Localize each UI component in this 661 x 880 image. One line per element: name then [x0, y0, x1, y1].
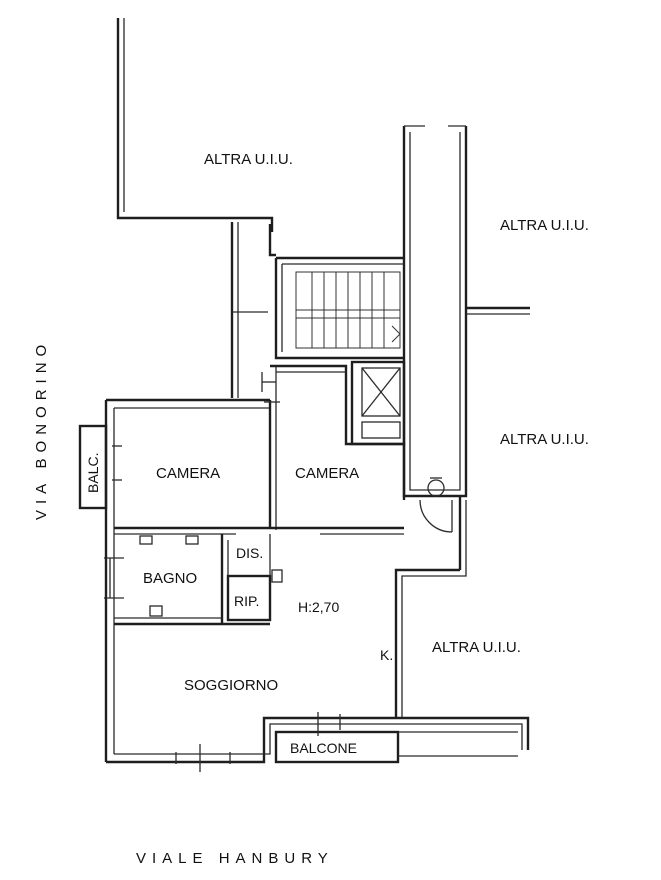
- stairwell: [274, 256, 404, 360]
- label-balcone: BALCONE: [290, 740, 357, 756]
- label-dis: DIS.: [236, 545, 263, 561]
- label-height: H:2,70: [298, 599, 339, 615]
- label-altra-top: ALTRA U.I.U.: [204, 151, 293, 168]
- label-camera-left: CAMERA: [156, 465, 220, 482]
- elevator: [350, 360, 406, 446]
- neighbour-boundary: [116, 18, 276, 398]
- label-balc: BALC.: [85, 453, 101, 493]
- label-altra-right-1: ALTRA U.I.U.: [500, 217, 589, 234]
- label-altra-right-3: ALTRA U.I.U.: [432, 639, 521, 656]
- street-via-bonorino: VIA BONORINO: [33, 339, 50, 520]
- label-soggiorno: SOGGIORNO: [184, 677, 278, 694]
- label-rip: RIP.: [234, 593, 259, 609]
- label-altra-right-2: ALTRA U.I.U.: [500, 431, 589, 448]
- windows: [104, 372, 341, 772]
- label-camera-right: CAMERA: [295, 465, 359, 482]
- apartment-walls: [78, 364, 530, 764]
- label-bagno: BAGNO: [143, 570, 197, 587]
- label-kitchen: K.: [380, 647, 393, 663]
- street-viale-hanbury: VIALE HANBURY: [136, 850, 334, 867]
- vertical-shaft: [402, 125, 530, 498]
